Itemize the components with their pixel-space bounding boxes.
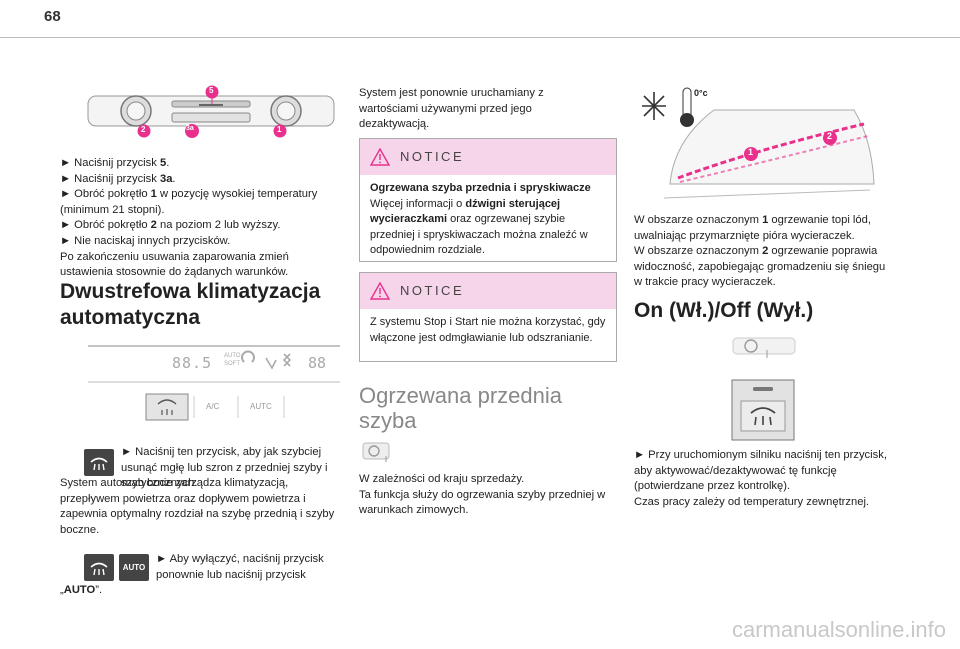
temp-display-right: 88 [308, 354, 327, 372]
auto-quote: „AUTO”. [60, 584, 103, 596]
defrost-button-icon [84, 449, 114, 476]
notice-body: Ogrzewana szyba przednia i spryskiwacze … [370, 182, 591, 257]
climate-panel-illustration: 5 2 3a 1 [84, 84, 340, 142]
off-step: ► Aby wyłączyć, naciśnij przycisk ponown… [156, 553, 324, 581]
notice-body-2: Z systemu Stop i Start nie można korzyst… [370, 316, 606, 344]
header-rule [0, 37, 960, 38]
defrost-button-icon-2 [84, 554, 114, 581]
notice-title-2: NOTICE [400, 283, 465, 298]
section-heading-dual-zone: Dwustrefowa klimatyzacja automatyczna [60, 280, 321, 329]
windscreen-illustration: 0°c 1 2 [634, 80, 886, 204]
page-number: 68 [44, 8, 61, 25]
notice-title: NOTICE [400, 149, 465, 164]
defog-steps: ► Naciśnij przycisk 5. ► Naciśnij przyci… [60, 156, 340, 281]
on-off-instructions: ► Przy uruchomionym silniku naciśnij ten… [634, 449, 887, 508]
callout-1: 1 [277, 125, 282, 134]
temp-display-left: 88.5 [172, 354, 213, 372]
notice-header-2: NOTICE [360, 273, 616, 309]
step-4: ► Obróć pokrętło 2 na poziom 2 lub wyższ… [60, 219, 281, 232]
section-heading-heated-windscreen: Ogrzewana przednia szyba [359, 383, 563, 433]
auto-button-icon: AUTO [119, 554, 149, 581]
callout-3a: 3a [186, 125, 194, 132]
system-description: System automatycznie zarządza klimatyzac… [60, 477, 335, 536]
step-1: ► Naciśnij przycisk 5. [60, 157, 170, 169]
notice-box-stop-start: NOTICE Z systemu Stop i Start nie można … [359, 272, 617, 362]
notice-header: NOTICE [360, 139, 616, 175]
steering-wheel-icon [362, 442, 392, 462]
auto-climate-panel-illustration: 88.5 AUTO SOFT 88 A/C AUTC [88, 340, 340, 428]
zone-callout-1: 1 [748, 147, 754, 157]
watermark: carmanualsonline.info [731, 617, 946, 642]
callout-2: 2 [141, 125, 146, 134]
callout-5: 5 [209, 86, 214, 95]
steering-wheel-icon-2 [727, 334, 799, 358]
temp-zero-label: 0°c [694, 88, 708, 98]
zone-callout-2: 2 [827, 131, 833, 141]
restart-text: System jest ponownie uruchamiany z warto… [359, 87, 544, 131]
defrost-step: ► Naciśnij ten przycisk, aby jak szybcie… [121, 445, 341, 492]
zone-description: W obszarze oznaczonym 1 ogrzewanie topi … [634, 214, 886, 289]
step-2: ► Naciśnij przycisk 3a. [60, 172, 176, 185]
availability-text: W zależności od kraju sprzedaży. Ta funk… [359, 473, 606, 517]
step-3: ► Obróć pokrętło 1 w pozycję wysokiej te… [60, 188, 318, 216]
warning-triangle-icon [370, 148, 390, 166]
warning-triangle-icon [370, 282, 390, 300]
auto-mini-label: AUTO [224, 353, 241, 359]
notice-box-washers: NOTICE Ogrzewana szyba przednia i sprysk… [359, 138, 617, 262]
heated-windscreen-button-illustration [731, 379, 795, 441]
section-heading-on-off: On (Wł.)/Off (Wył.) [634, 299, 814, 322]
notice-bold-title: Ogrzewana szyba przednia i spryskiwacze [370, 182, 591, 194]
defrost-step-text: ► Naciśnij ten przycisk, aby jak szybcie… [121, 446, 328, 490]
after-text: Po zakończeniu usuwania zaparowania zmie… [60, 250, 289, 279]
step-5: ► Nie naciskaj innych przycisków. [60, 234, 231, 247]
ac-label: A/C [206, 402, 220, 411]
soft-mini-label: SOFT [224, 361, 240, 367]
auto-label: AUTC [250, 402, 272, 411]
